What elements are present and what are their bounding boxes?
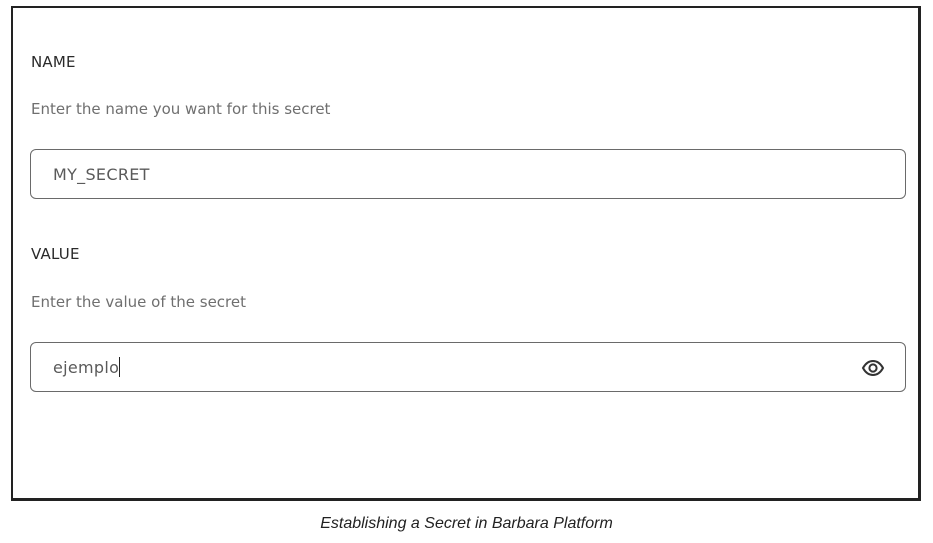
eye-icon[interactable] bbox=[861, 356, 885, 380]
secret-value-input[interactable]: ejemplo bbox=[30, 342, 906, 392]
secret-form-panel: NAME Enter the name you want for this se… bbox=[11, 6, 921, 501]
figure-caption: Establishing a Secret in Barbara Platfor… bbox=[320, 515, 613, 532]
secret-value-value: ejemplo bbox=[53, 357, 120, 377]
secret-name-input[interactable]: MY_SECRET bbox=[30, 149, 906, 199]
name-label: NAME bbox=[31, 53, 76, 71]
value-label: VALUE bbox=[31, 245, 80, 263]
value-help-text: Enter the value of the secret bbox=[31, 293, 247, 311]
name-help-text: Enter the name you want for this secret bbox=[31, 100, 331, 118]
text-caret bbox=[119, 357, 121, 377]
secret-name-value: MY_SECRET bbox=[53, 164, 150, 184]
